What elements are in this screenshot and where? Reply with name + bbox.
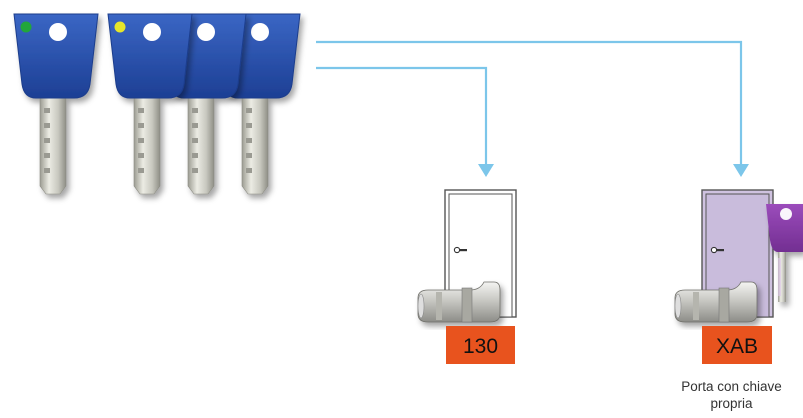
private-key-icon [766,204,803,302]
cylinder-lock-icon [674,281,758,323]
master-keys-group [13,13,301,195]
door-xab-group: XAB [674,189,803,364]
arrowhead-xab [733,164,749,177]
door-handle-icon [453,246,467,254]
door-xab-caption: Porta con chiave propria [660,378,803,412]
door-handle-icon [710,246,724,254]
badge-130-label: 130 [463,335,498,358]
badge-xab-label: XAB [716,335,758,358]
arrow-to-130 [316,66,488,165]
arrowhead-130 [478,164,494,177]
badge-xab: XAB [702,326,772,364]
arrow-to-xab [316,40,743,165]
yellow-dot-icon [114,21,126,33]
badge-130: 130 [446,326,515,364]
cylinder-lock-icon [417,281,501,323]
master-key-icon [107,13,193,195]
arrow-heads [478,164,749,177]
door-130-group: 130 [417,189,517,364]
green-dot-icon [20,21,32,33]
connector-arrows [316,40,743,165]
caption-line-2: propria [710,396,753,411]
master-key-icon [13,13,99,195]
caption-line-1: Porta con chiave [681,379,782,394]
